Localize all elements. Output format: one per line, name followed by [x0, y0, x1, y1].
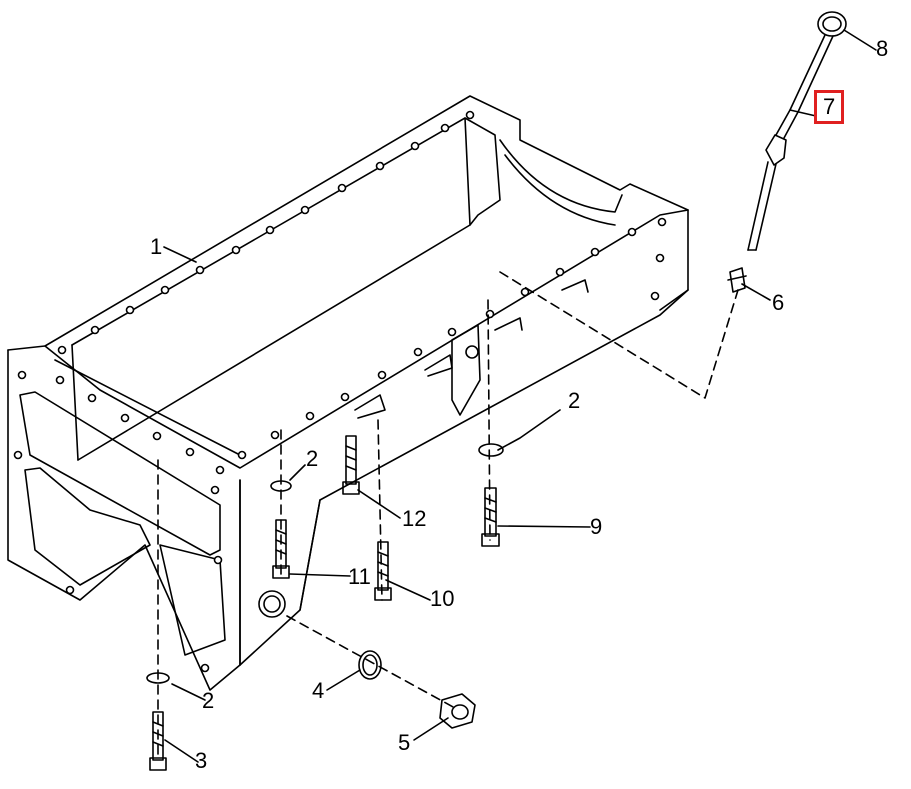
- oil-pan: [7, 95, 689, 691]
- callout-6: 6: [772, 290, 785, 315]
- callout-2-center: 2: [306, 446, 319, 471]
- dipstick-assembly: [727, 11, 847, 293]
- callout-7-highlighted: 7: [814, 90, 845, 124]
- leader-lines: [163, 29, 877, 763]
- washers: [146, 443, 504, 684]
- callout-8: 8: [876, 36, 889, 61]
- callout-3: 3: [195, 748, 208, 773]
- callout-2-left: 2: [202, 688, 215, 713]
- callout-11: 11: [348, 564, 371, 589]
- callout-9: 9: [590, 514, 603, 539]
- callout-12: 12: [402, 506, 427, 531]
- callout-5: 5: [398, 730, 411, 755]
- callout-1: 1: [150, 234, 163, 259]
- callout-10: 10: [430, 586, 455, 611]
- callout-2-right: 2: [568, 388, 581, 413]
- assembly-lines: [157, 271, 739, 761]
- flange-bolt-holes: [13, 110, 667, 673]
- seal-ring-and-drain-plug: [358, 650, 476, 729]
- callout-4: 4: [312, 678, 325, 703]
